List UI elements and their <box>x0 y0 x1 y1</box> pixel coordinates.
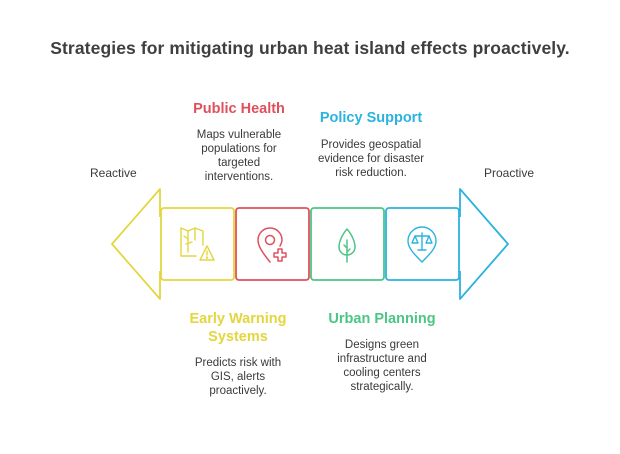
step-heading-early-warning: Early Warning Systems <box>189 311 287 345</box>
step-desc-policy-support: Provides geospatial evidence for disaste… <box>317 139 425 179</box>
location-medical-icon <box>257 227 287 263</box>
diagram-title: Strategies for mitigating urban heat isl… <box>50 38 570 58</box>
right-arrow-head <box>459 188 509 300</box>
step-heading-urban-planning: Urban Planning <box>328 311 436 327</box>
proactive-label: Proactive <box>484 166 535 180</box>
reactive-label: Reactive <box>90 166 137 180</box>
step-heading-policy-support: Policy Support <box>319 110 423 126</box>
step-desc-urban-planning: Designs green infrastructure and cooling… <box>337 339 427 393</box>
step-box-early-warning <box>160 207 235 281</box>
scales-location-icon <box>407 226 437 263</box>
map-warning-icon <box>180 227 215 261</box>
tree-icon <box>338 228 356 263</box>
step-desc-early-warning: Predicts risk with GIS, alerts proactive… <box>194 357 282 397</box>
step-heading-public-health: Public Health <box>193 101 285 117</box>
step-desc-public-health: Maps vulnerable populations for targeted… <box>196 129 282 183</box>
left-arrow-head <box>111 188 161 300</box>
